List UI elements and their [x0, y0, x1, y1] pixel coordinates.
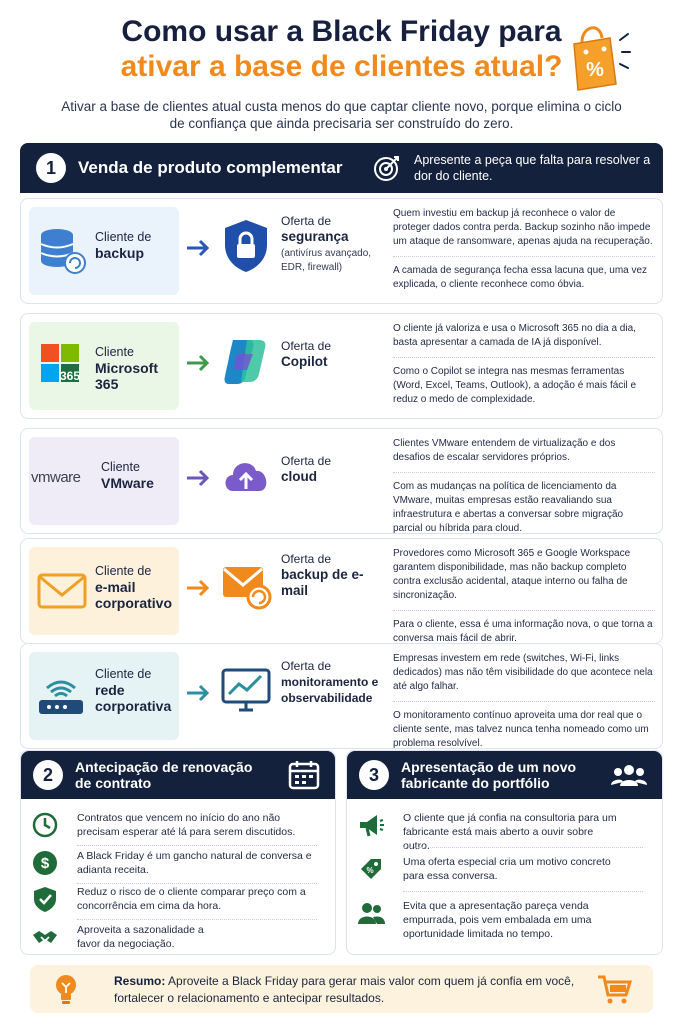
section-1-title: Venda de produto complementar: [78, 158, 343, 177]
client-box-vmware: vmware Cliente VMware: [29, 437, 179, 525]
database-icon: [40, 229, 86, 274]
row-description: Quem investiu em backup já reconhece o v…: [393, 207, 655, 306]
section-3-number: 3: [359, 760, 389, 790]
shield-lock-icon: [225, 220, 267, 272]
subtitle: Ativar a base de clientes atual custa me…: [61, 99, 622, 131]
router-icon: [39, 680, 83, 714]
offer-label: Oferta de backup de e-mail: [281, 552, 364, 598]
shopping-cart-icon: [598, 975, 632, 1004]
client-box-network: Cliente de rede corporativa: [29, 652, 179, 740]
section-3-title: Apresentação de um novo fabricante do po…: [401, 759, 577, 791]
svg-text:%: %: [366, 866, 373, 875]
vmware-logo: vmware: [31, 469, 81, 486]
monitor-chart-icon: [221, 668, 271, 712]
row-backup-security: Cliente de backup Oferta de segurança (a…: [20, 198, 663, 304]
offer-label: Oferta de cloud: [281, 454, 332, 484]
people-icon: [611, 765, 647, 786]
users-icon: [358, 903, 385, 924]
title-line-2: ativar a base de clientes atual?: [120, 50, 563, 83]
section-1-number: 1: [36, 153, 66, 183]
section-1-header: 1 Venda de produto complementar Apresent…: [20, 143, 663, 193]
row-description: O cliente já valoriza e usa o Microsoft …: [393, 322, 655, 421]
envelope-icon: [37, 573, 87, 609]
arrow-right-icon: [187, 469, 210, 487]
section-2-card: 2 Antecipação de renovação de contrato C…: [20, 750, 336, 955]
megaphone-icon: [360, 815, 384, 837]
client-box-email: Cliente de e-mail corporativo: [29, 547, 179, 635]
arrow-right-icon: [187, 579, 210, 597]
row-network-monitoring: Cliente de rede corporativa Oferta de mo…: [20, 643, 663, 749]
summary-banner: Resumo: Aproveite a Black Friday para ge…: [30, 965, 653, 1013]
clock-icon: [32, 812, 58, 838]
copilot-logo-icon: [224, 340, 266, 384]
cloud-upload-icon: [225, 463, 267, 491]
section-2-title: Antecipação de renovação de contrato: [75, 759, 253, 791]
section-2-number: 2: [33, 760, 63, 790]
summary-text: Resumo: Aproveite a Black Friday para ge…: [114, 974, 575, 1005]
title-line-1: Como usar a Black Friday para: [121, 15, 562, 48]
client-box-backup: Cliente de backup: [29, 207, 179, 295]
arrow-right-icon: [187, 684, 210, 702]
email-backup-icon: [223, 567, 272, 610]
offer-label: Oferta de monitoramento e observabilidad…: [281, 659, 379, 705]
dollar-icon: $: [33, 851, 57, 875]
client-label: Cliente de rede corporativa: [95, 667, 172, 714]
arrow-right-icon: [187, 239, 210, 257]
client-box-m365: 365 Cliente Microsoft 365: [29, 322, 179, 410]
microsoft-365-logo-icon: 365: [41, 344, 80, 383]
client-label: Cliente de e-mail corporativo: [95, 564, 173, 611]
row-description: Clientes VMware entendem de virtualizaçã…: [393, 437, 655, 550]
row-email-backup: Cliente de e-mail corporativo Oferta de …: [20, 538, 663, 644]
lightbulb-icon: [56, 975, 76, 1004]
handshake-icon: [33, 931, 57, 943]
row-description: Empresas investem em rede (switches, Wi-…: [393, 652, 655, 765]
svg-text:$: $: [41, 855, 50, 872]
arrow-right-icon: [187, 354, 210, 372]
row-m365-copilot: 365 Cliente Microsoft 365 Oferta de Copi…: [20, 313, 663, 419]
target-icon: [374, 156, 399, 181]
shield-check-icon: [34, 887, 56, 912]
section-1-note: Apresente a peça que falta para resolver…: [414, 153, 651, 183]
page-title: Como usar a Black Friday para ativar a b…: [0, 14, 683, 84]
section-3-header: 3 Apresentação de um novo fabricante do …: [347, 751, 662, 799]
offer-label: Oferta de segurança (antivírus avançado,…: [281, 214, 372, 273]
row-vmware-cloud: vmware Cliente VMware Oferta de cloud Cl…: [20, 428, 663, 534]
section-2-header: 2 Antecipação de renovação de contrato: [21, 751, 335, 799]
calendar-icon: [288, 761, 320, 790]
section-3-card: 3 Apresentação de um novo fabricante do …: [346, 750, 663, 955]
client-label: Cliente VMware: [101, 460, 154, 491]
svg-text:365: 365: [60, 369, 80, 383]
row-description: Provedores como Microsoft 365 e Google W…: [393, 547, 655, 660]
price-tag-icon: %: [361, 859, 381, 879]
bag-percent-symbol: %: [586, 59, 604, 81]
shopping-bag-icon: %: [573, 26, 631, 91]
client-label: Cliente Microsoft 365: [95, 345, 158, 392]
offer-label: Oferta de Copilot: [281, 339, 332, 369]
client-label: Cliente de backup: [95, 230, 152, 261]
